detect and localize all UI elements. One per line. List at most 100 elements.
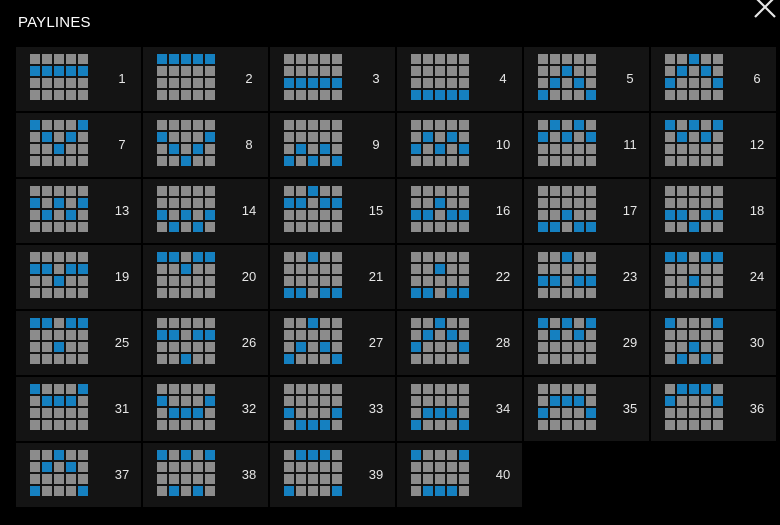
payline-square bbox=[701, 198, 711, 208]
payline-cell[interactable]: 26 bbox=[143, 311, 268, 375]
payline-square bbox=[284, 342, 294, 352]
payline-square bbox=[42, 420, 52, 430]
payline-square bbox=[411, 120, 421, 130]
payline-square bbox=[586, 264, 596, 274]
payline-cell[interactable]: 35 bbox=[524, 377, 649, 441]
payline-square bbox=[411, 198, 421, 208]
payline-square bbox=[332, 396, 342, 406]
payline-cell[interactable]: 1 bbox=[16, 47, 141, 111]
payline-cell[interactable]: 33 bbox=[270, 377, 395, 441]
payline-number: 2 bbox=[245, 71, 253, 86]
payline-square bbox=[538, 120, 548, 130]
payline-square-active bbox=[332, 198, 342, 208]
payline-square bbox=[677, 78, 687, 88]
payline-square bbox=[459, 330, 469, 340]
payline-cell[interactable]: 12 bbox=[651, 113, 776, 177]
payline-square bbox=[447, 396, 457, 406]
payline-square bbox=[308, 396, 318, 406]
payline-square bbox=[42, 120, 52, 130]
payline-cell[interactable]: 11 bbox=[524, 113, 649, 177]
payline-square bbox=[459, 462, 469, 472]
payline-cell[interactable]: 23 bbox=[524, 245, 649, 309]
payline-square bbox=[284, 90, 294, 100]
payline-cell[interactable]: 15 bbox=[270, 179, 395, 243]
payline-square bbox=[689, 396, 699, 406]
payline-cell[interactable]: 22 bbox=[397, 245, 522, 309]
payline-square-active bbox=[586, 408, 596, 418]
payline-cell[interactable]: 37 bbox=[16, 443, 141, 507]
payline-square bbox=[550, 384, 560, 394]
payline-cell[interactable]: 19 bbox=[16, 245, 141, 309]
payline-square bbox=[447, 156, 457, 166]
payline-square bbox=[66, 276, 76, 286]
payline-cell[interactable]: 16 bbox=[397, 179, 522, 243]
payline-cell[interactable]: 3 bbox=[270, 47, 395, 111]
payline-square bbox=[308, 354, 318, 364]
payline-cell[interactable]: 17 bbox=[524, 179, 649, 243]
payline-cell[interactable]: 6 bbox=[651, 47, 776, 111]
payline-cell[interactable]: 30 bbox=[651, 311, 776, 375]
payline-square bbox=[42, 486, 52, 496]
payline-pattern bbox=[538, 384, 596, 430]
payline-number: 35 bbox=[622, 401, 638, 416]
payline-cell[interactable]: 2 bbox=[143, 47, 268, 111]
payline-square-active bbox=[447, 330, 457, 340]
payline-square-active bbox=[538, 318, 548, 328]
payline-square-active bbox=[193, 222, 203, 232]
payline-cell[interactable]: 24 bbox=[651, 245, 776, 309]
payline-square-active bbox=[701, 210, 711, 220]
payline-square bbox=[284, 210, 294, 220]
payline-square bbox=[423, 222, 433, 232]
payline-square-active bbox=[574, 120, 584, 130]
payline-square bbox=[66, 408, 76, 418]
payline-square bbox=[713, 222, 723, 232]
payline-number: 27 bbox=[368, 335, 384, 350]
payline-cell[interactable]: 4 bbox=[397, 47, 522, 111]
payline-number: 12 bbox=[749, 137, 765, 152]
payline-cell[interactable]: 32 bbox=[143, 377, 268, 441]
payline-square bbox=[193, 450, 203, 460]
payline-square bbox=[459, 156, 469, 166]
payline-cell[interactable]: 20 bbox=[143, 245, 268, 309]
payline-square-active bbox=[574, 330, 584, 340]
payline-cell[interactable]: 27 bbox=[270, 311, 395, 375]
payline-square bbox=[665, 264, 675, 274]
payline-square bbox=[459, 354, 469, 364]
payline-cell[interactable]: 31 bbox=[16, 377, 141, 441]
payline-cell[interactable]: 34 bbox=[397, 377, 522, 441]
payline-square bbox=[574, 144, 584, 154]
payline-cell[interactable]: 14 bbox=[143, 179, 268, 243]
payline-square bbox=[689, 318, 699, 328]
payline-square bbox=[423, 342, 433, 352]
payline-cell[interactable]: 7 bbox=[16, 113, 141, 177]
payline-cell[interactable]: 25 bbox=[16, 311, 141, 375]
payline-cell[interactable]: 38 bbox=[143, 443, 268, 507]
payline-square bbox=[30, 396, 40, 406]
payline-cell[interactable]: 29 bbox=[524, 311, 649, 375]
payline-square-active bbox=[78, 66, 88, 76]
payline-square bbox=[574, 288, 584, 298]
payline-cell[interactable]: 18 bbox=[651, 179, 776, 243]
payline-cell[interactable]: 10 bbox=[397, 113, 522, 177]
payline-cell[interactable]: 9 bbox=[270, 113, 395, 177]
payline-square bbox=[157, 276, 167, 286]
payline-square bbox=[447, 318, 457, 328]
payline-square bbox=[169, 90, 179, 100]
payline-square bbox=[447, 54, 457, 64]
payline-square-active bbox=[435, 198, 445, 208]
payline-square bbox=[30, 78, 40, 88]
payline-cell[interactable]: 36 bbox=[651, 377, 776, 441]
payline-cell[interactable]: 13 bbox=[16, 179, 141, 243]
close-button[interactable] bbox=[752, 0, 778, 20]
payline-cell[interactable]: 21 bbox=[270, 245, 395, 309]
payline-cell[interactable]: 40 bbox=[397, 443, 522, 507]
payline-cell[interactable]: 39 bbox=[270, 443, 395, 507]
payline-cell[interactable]: 8 bbox=[143, 113, 268, 177]
payline-cell[interactable]: 28 bbox=[397, 311, 522, 375]
payline-square bbox=[193, 186, 203, 196]
payline-cell[interactable]: 5 bbox=[524, 47, 649, 111]
payline-square-active bbox=[320, 420, 330, 430]
payline-square-active bbox=[562, 252, 572, 262]
payline-square bbox=[459, 54, 469, 64]
payline-square bbox=[193, 90, 203, 100]
